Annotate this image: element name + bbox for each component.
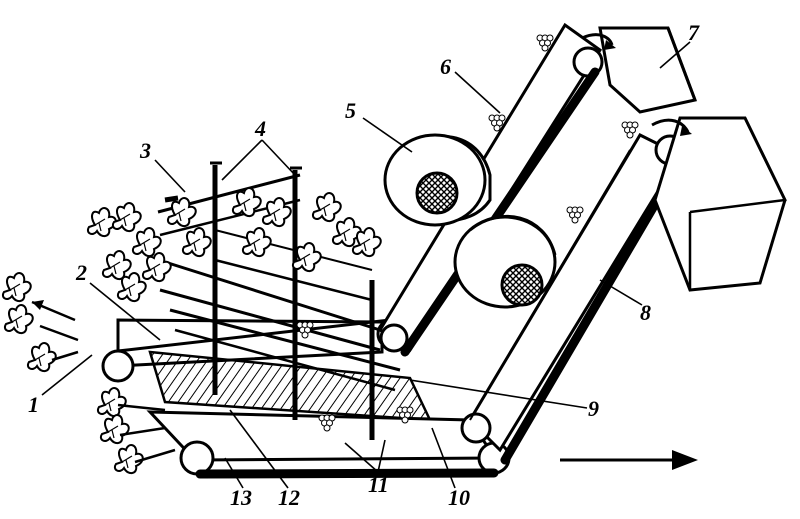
hopper-upper	[598, 26, 698, 114]
part-labels: 1 2 3 4 5 6 7 8 9 10 11 12 13	[28, 20, 700, 510]
label-2: 2	[75, 260, 87, 285]
label-12: 12	[278, 485, 300, 510]
discarded-leaves	[1, 272, 176, 475]
label-6: 6	[440, 54, 451, 79]
lower-conveyor	[146, 410, 511, 479]
label-5: 5	[345, 98, 356, 123]
fan-lower	[453, 214, 557, 309]
label-3: 3	[139, 138, 151, 163]
label-9: 9	[588, 396, 599, 421]
leader-lines	[41, 41, 691, 489]
label-13: 13	[230, 485, 252, 510]
hopper-arrows	[581, 33, 692, 136]
output-arrow	[560, 450, 698, 470]
label-1: 1	[28, 392, 39, 417]
label-4: 4	[254, 116, 266, 141]
trellis-frame	[157, 161, 401, 440]
label-11: 11	[368, 472, 389, 497]
hopper-lower	[653, 116, 787, 292]
label-8: 8	[640, 300, 651, 325]
fan-upper	[383, 133, 492, 227]
label-10: 10	[448, 485, 470, 510]
label-7: 7	[688, 20, 700, 45]
